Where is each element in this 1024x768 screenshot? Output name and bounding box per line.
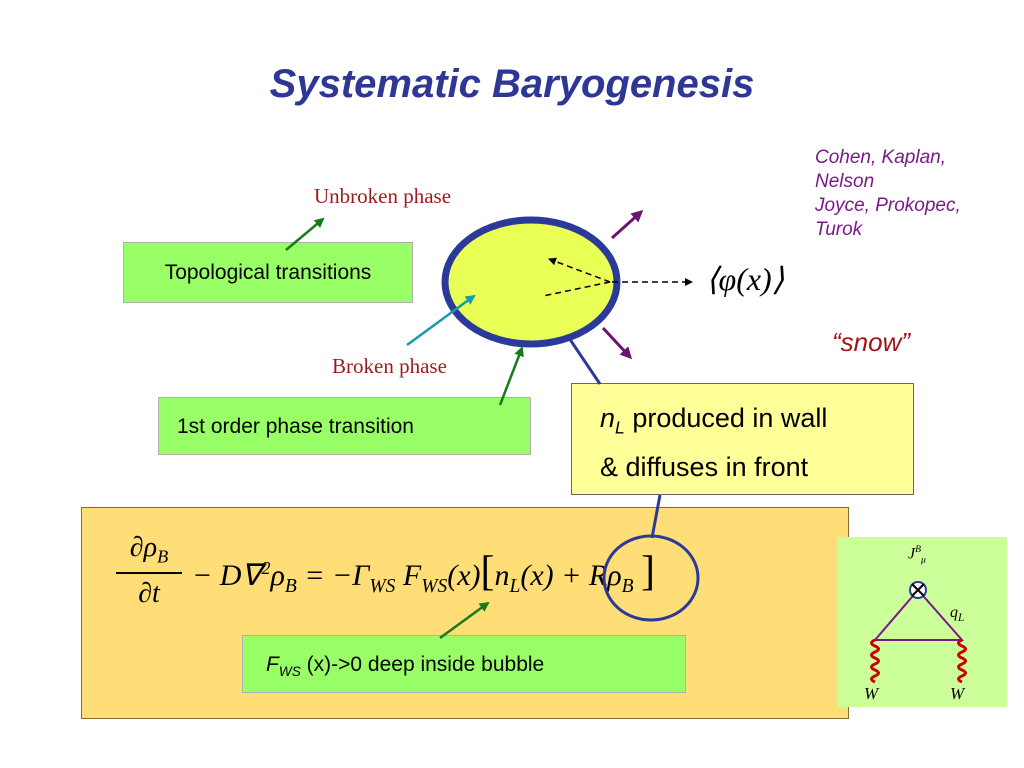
nl-line-1: nL produced in wall <box>600 403 828 438</box>
bubble-connector-line <box>565 334 602 385</box>
bubble-wall <box>441 216 621 348</box>
cross-mark-icon <box>911 583 925 597</box>
broken-phase-arrow <box>406 294 476 347</box>
w-boson-left <box>870 638 880 684</box>
baryon-current-label: JBμ <box>908 544 926 566</box>
nl-line-2: & diffuses in front <box>600 452 809 483</box>
first-order-transition-box: 1st order phase transition <box>158 397 531 455</box>
topological-transitions-box: Topological transitions <box>123 242 413 303</box>
wall-connector-line <box>650 494 662 539</box>
nl-highlight-circle <box>602 534 700 622</box>
fws-arrow <box>439 601 490 640</box>
quark-label: qL <box>950 604 965 625</box>
wall-motion-arrow <box>601 326 633 360</box>
topological-arrow <box>285 217 325 251</box>
wall-motion-arrow <box>610 209 644 240</box>
reference-line: Cohen, Kaplan, <box>815 147 946 168</box>
dashed-line-lower <box>542 281 611 297</box>
fws-note-box: FWS (x)->0 deep inside bubble <box>242 635 686 693</box>
broken-phase-label: Broken phase <box>332 354 447 378</box>
page-title: Systematic Baryogenesis <box>269 62 755 106</box>
w-right-label: W <box>950 684 965 703</box>
fraction-bar <box>116 572 182 574</box>
w-left-label: W <box>864 684 879 703</box>
feynman-diagram-box <box>838 537 1007 707</box>
dashed-arrow-upper <box>548 257 611 283</box>
snow-label: “snow” <box>832 327 911 357</box>
equation-main: − D∇2ρB = −ΓWS FWS(x)[nL(x) + RρB ] <box>192 549 656 597</box>
nl-produced-box: nL produced in wall & diffuses in front <box>571 383 914 495</box>
equation-denominator: ∂t <box>138 578 160 609</box>
references: Cohen, Kaplan, Nelson Joyce, Prokopec, T… <box>815 146 961 242</box>
reference-line: Joyce, Prokopec, <box>815 195 961 216</box>
unbroken-phase-label: Unbroken phase <box>314 184 452 208</box>
quark-loop-triangle <box>872 588 965 641</box>
w-boson-right <box>957 638 967 684</box>
reference-line: Turok <box>815 219 863 240</box>
equation-numerator: ∂ρB <box>129 532 169 567</box>
first-order-arrow <box>498 346 524 406</box>
reference-line: Nelson <box>815 171 875 192</box>
phi-expectation: ⟨φ(x)⟩ <box>706 261 785 297</box>
